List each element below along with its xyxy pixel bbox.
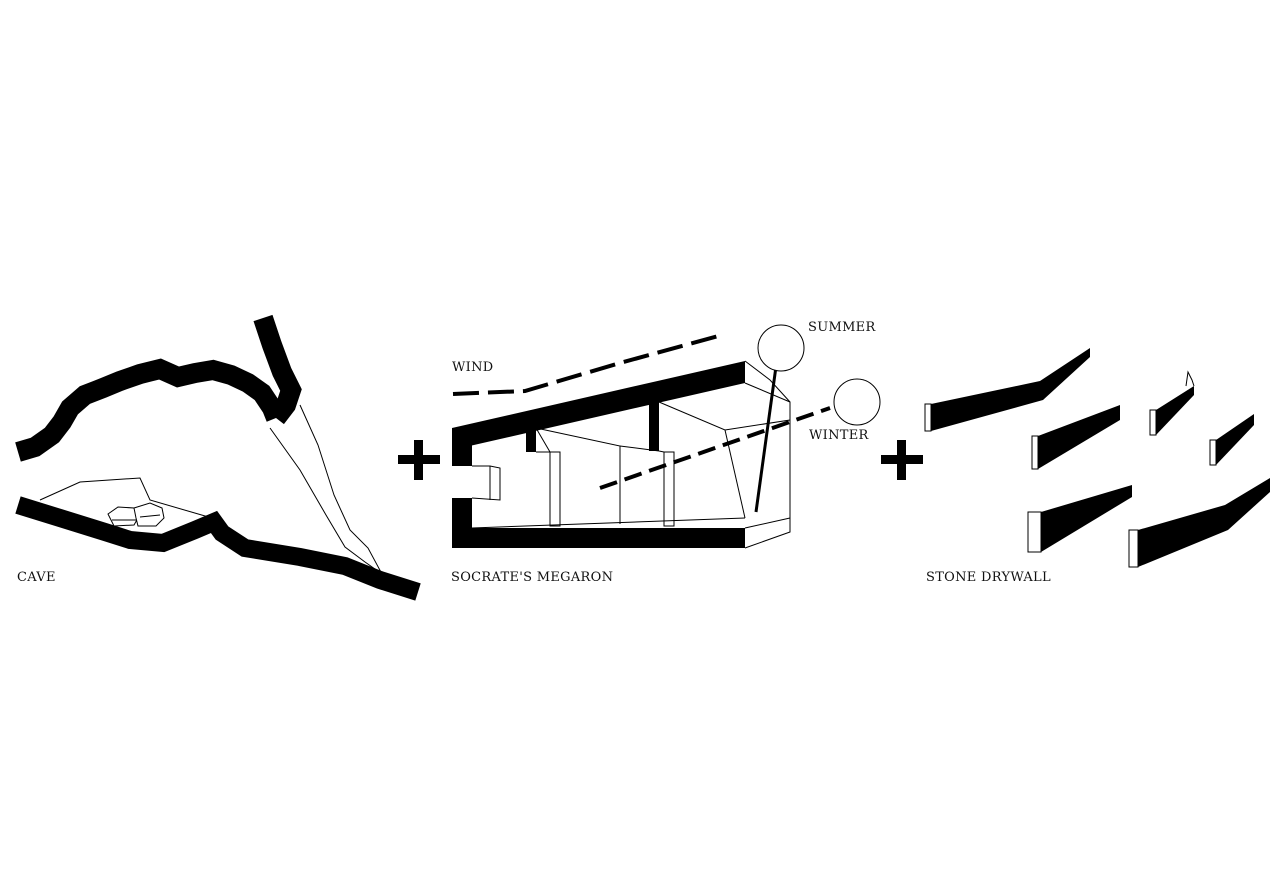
winter-sun-ray <box>599 406 831 490</box>
megaron-post <box>526 418 536 452</box>
cave-rocks <box>107 502 165 527</box>
drywall-segment <box>1149 370 1195 436</box>
drywall-label: STONE DRYWALL <box>926 570 1051 585</box>
drywall-segment <box>1027 485 1132 553</box>
megaron-back-wall-lower <box>452 498 472 548</box>
megaron-floor <box>452 528 745 548</box>
megaron-label: SOCRATE'S MEGARON <box>451 570 614 585</box>
megaron-roof <box>452 361 745 450</box>
drywall-segment <box>1128 478 1270 568</box>
cave-cliff <box>253 314 302 425</box>
winter-sun-icon <box>833 378 881 426</box>
cave-slope-line <box>269 427 383 575</box>
summer-sun-icon <box>757 324 805 372</box>
wind-line <box>452 333 723 396</box>
drywall-segment <box>924 348 1090 432</box>
cave-roof <box>15 358 286 462</box>
cave-slope-line <box>299 404 383 575</box>
winter-label: WINTER <box>809 428 869 443</box>
cave-label: CAVE <box>17 570 56 585</box>
wind-label: WIND <box>452 360 494 375</box>
cave-floor <box>15 496 421 601</box>
megaron-post <box>649 393 659 451</box>
drywall-segment <box>1031 405 1120 470</box>
drywall-drawing <box>924 348 1270 568</box>
plus-operator <box>398 440 440 480</box>
summer-label: SUMMER <box>808 320 876 335</box>
cave-drawing <box>15 314 421 601</box>
plus-operator <box>881 440 923 480</box>
summer-sun-ray <box>754 351 780 513</box>
cave-interior-outline <box>39 477 213 519</box>
megaron-drawing <box>452 324 881 549</box>
megaron-back-wall-upper <box>452 428 472 466</box>
drywall-segment <box>1209 414 1254 466</box>
